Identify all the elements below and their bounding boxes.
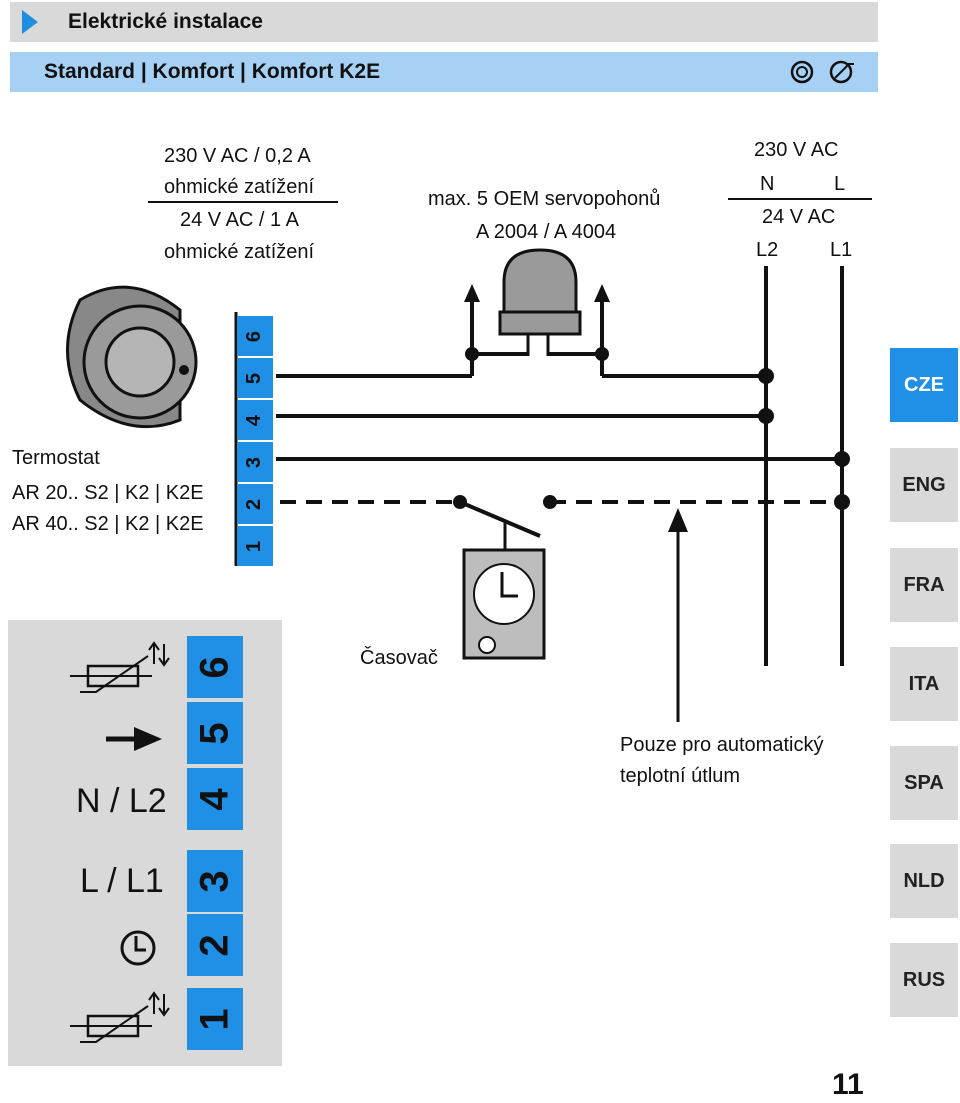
sensor-input-icon-2: [70, 991, 170, 1043]
thermostat-model-ar40: AR 40.. S2 | K2 | K2E: [12, 513, 204, 535]
timer-label: Časovač: [360, 647, 438, 669]
note-line-1: Pouze pro automatický: [620, 734, 824, 756]
actuator-count: max. 5 OEM servopohonů: [428, 188, 661, 210]
language-tab-rus[interactable]: RUS: [890, 943, 958, 1017]
clock-symbol-icon: [790, 60, 814, 84]
legend-pin-3: 3: [187, 850, 243, 912]
terminal-2: 2: [237, 484, 273, 524]
sensor-input-icon: [70, 641, 170, 693]
terminal-4: 4: [237, 400, 273, 440]
supply-l2: L2: [756, 239, 779, 261]
timer-symbol-icon: [829, 60, 854, 84]
thermostat-icon: [66, 285, 198, 429]
subtitle-bar: Standard | Komfort | Komfort K2E: [10, 52, 878, 92]
legend-pin-1: 1: [187, 988, 243, 1050]
language-tab-spa[interactable]: SPA: [890, 746, 958, 820]
language-tab-ita[interactable]: ITA: [890, 647, 958, 721]
actuator-icon: [498, 248, 582, 356]
timer-device-icon: [462, 548, 546, 660]
note-line-2: teplotní útlum: [620, 765, 741, 787]
load-rating-230v: 230 V AC / 0,2 A: [164, 145, 311, 167]
clock-icon: [120, 930, 156, 966]
legend-label-neutral: N / L2: [76, 782, 167, 820]
output-arrow-icon: [106, 727, 162, 751]
supply-230v: 230 V AC: [754, 139, 839, 161]
load-type-bottom: ohmické zatížení: [164, 241, 315, 263]
terminal-3: 3: [237, 442, 273, 482]
terminal-1: 1: [237, 526, 273, 566]
terminal-6: 6: [237, 316, 273, 356]
legend-pin-4: 4: [187, 768, 243, 830]
page-number: 11: [832, 1068, 864, 1101]
supply-24v: 24 V AC: [762, 206, 836, 228]
language-tab-eng[interactable]: ENG: [890, 448, 958, 522]
section-header: Elektrické instalace: [10, 2, 878, 42]
actuator-models: A 2004 / A 4004: [476, 221, 617, 243]
language-tab-cze[interactable]: CZE: [890, 348, 958, 422]
load-type-top: ohmické zatížení: [164, 176, 315, 198]
subtitle: Standard | Komfort | Komfort K2E: [44, 60, 381, 83]
supply-n: N: [760, 173, 775, 195]
thermostat-model-ar20: AR 20.. S2 | K2 | K2E: [12, 482, 204, 504]
legend-pin-6: 6: [187, 636, 243, 698]
thermostat-label: Termostat: [12, 447, 100, 469]
load-rating-24v: 24 V AC / 1 A: [180, 209, 299, 231]
section-title: Elektrické instalace: [68, 10, 263, 33]
section-marker-icon: [22, 10, 38, 34]
legend-pin-2: 2: [187, 914, 243, 976]
legend-label-live: L / L1: [80, 862, 164, 900]
terminal-5: 5: [237, 358, 273, 398]
supply-l1: L1: [830, 239, 853, 261]
legend-pin-5: 5: [187, 702, 243, 764]
supply-l: L: [834, 173, 846, 195]
language-tab-nld[interactable]: NLD: [890, 844, 958, 918]
language-tab-fra[interactable]: FRA: [890, 548, 958, 622]
